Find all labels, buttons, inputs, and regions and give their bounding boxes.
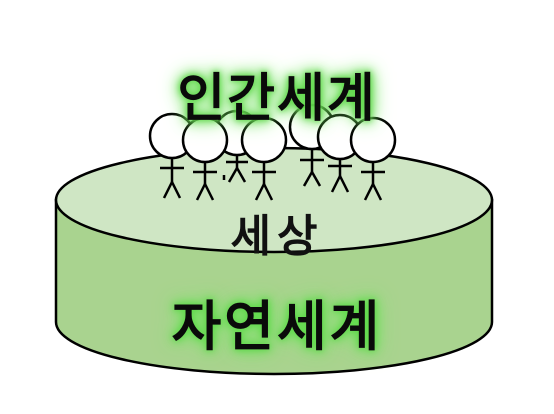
world-label: 세상: [230, 211, 324, 262]
human-world-label: 인간세계: [177, 69, 377, 129]
person-figure: [240, 116, 288, 201]
natural-world-label: 자연세계: [171, 295, 383, 358]
people-group: [148, 103, 397, 201]
person-figure: [181, 116, 229, 201]
person-figure: [349, 116, 397, 201]
